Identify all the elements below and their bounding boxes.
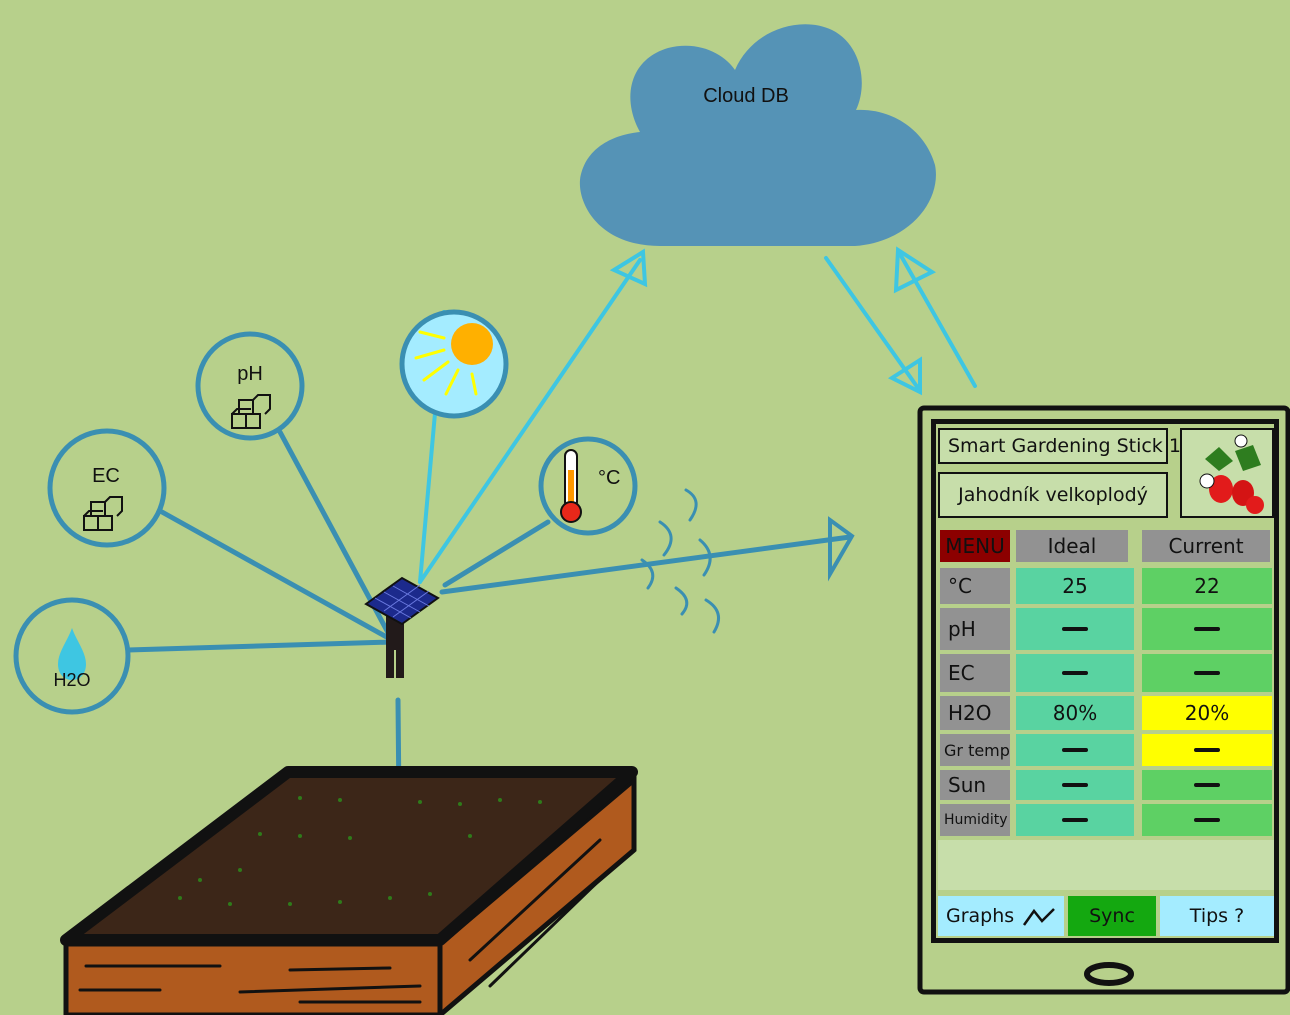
ideal-value-cell (1016, 654, 1134, 692)
current-value-cell (1142, 654, 1272, 692)
soil-surface (60, 766, 638, 946)
device-name: Smart Gardening Stick 1 (938, 428, 1181, 464)
ideal-value-cell: 25 (1016, 568, 1134, 604)
dash-value (1194, 748, 1220, 752)
ideal-value-cell (1016, 804, 1134, 836)
sync-button[interactable]: Sync (1068, 896, 1156, 936)
wireless-waves-icon (640, 488, 720, 634)
row-label: pH (940, 608, 1010, 650)
sun-icon (451, 323, 493, 365)
current-value-cell (1142, 734, 1272, 766)
dash-value (1194, 818, 1220, 822)
sensor-ec: EC (47, 428, 167, 548)
smart-stick (364, 576, 440, 678)
stick-body (386, 612, 404, 678)
arrow-to-cloud-head (609, 248, 648, 288)
dash-value (1062, 627, 1088, 631)
menu-label: MENU (945, 534, 1005, 558)
row-label: °C (940, 568, 1010, 604)
ideal-value-cell (1016, 770, 1134, 800)
dash-value (1194, 627, 1220, 631)
strawberry-icon (1199, 434, 1264, 514)
menu-button[interactable]: MENU (940, 530, 1010, 562)
current-value-cell (1142, 804, 1272, 836)
data-arrows (418, 246, 977, 584)
home-button[interactable] (1084, 962, 1134, 986)
arrow-cloud-to-phone-head (887, 356, 922, 396)
sensor-sun (399, 309, 509, 419)
row-label: Humidity (940, 804, 1010, 836)
graphs-label: Graphs (946, 905, 1015, 927)
ph-label: pH (237, 363, 263, 385)
ideal-value-cell (1016, 608, 1134, 650)
graphs-button[interactable]: Graphs (938, 896, 1064, 936)
wood-grain (78, 838, 612, 1004)
wireless-arrow-head (828, 516, 855, 582)
row-label: EC (940, 654, 1010, 692)
sensor-water: H2O (13, 597, 131, 715)
row-label: H2O (940, 696, 1010, 730)
col-current-header: Current (1142, 530, 1270, 562)
current-value-cell (1142, 608, 1272, 650)
sensor-connections (125, 429, 853, 808)
thermometer-icon (560, 449, 582, 523)
current-value-cell: 20% (1142, 696, 1272, 730)
cloud-label: Cloud DB (703, 85, 789, 107)
line-ec (159, 509, 395, 643)
arrow-phone-to-cloud-head (893, 246, 937, 294)
tips-button[interactable]: Tips ? (1160, 896, 1274, 936)
dash-value (1062, 748, 1088, 752)
water-drop-icon (58, 628, 86, 680)
plant-name: Jahodník velkoplodý (938, 472, 1168, 518)
current-value-cell (1142, 770, 1272, 800)
cubes-icon (83, 496, 123, 531)
sensor-temperature: °C (538, 436, 638, 536)
row-label: Sun (940, 770, 1010, 800)
cubes-icon (231, 394, 271, 429)
temp-label: °C (598, 467, 620, 489)
ec-label: EC (92, 465, 120, 487)
dash-value (1062, 783, 1088, 787)
cloud-shape (579, 24, 936, 246)
solar-panel-icon (364, 576, 440, 626)
dash-value (1194, 783, 1220, 787)
dash-value (1062, 818, 1088, 822)
ideal-value-cell (1016, 734, 1134, 766)
graph-icon (1023, 908, 1056, 926)
row-label: Gr temp (940, 734, 1010, 766)
cloud-db: Cloud DB (579, 24, 936, 246)
phone-device: Smart Gardening Stick 1 Jahodník velkopl… (917, 405, 1290, 1015)
info-panel (938, 840, 1274, 890)
ideal-value-cell: 80% (1016, 696, 1134, 730)
dash-value (1062, 671, 1088, 675)
arrow-to-cloud-line (418, 258, 642, 584)
arrow-phone-to-cloud-line (898, 252, 977, 388)
sun-rays (414, 330, 478, 396)
plant-image (1180, 428, 1274, 518)
water-label: H2O (53, 670, 90, 690)
line-temp (442, 519, 551, 588)
line-water (125, 639, 395, 653)
current-value-cell: 22 (1142, 568, 1272, 604)
seedlings (178, 796, 542, 906)
dash-value (1194, 671, 1220, 675)
arrow-cloud-to-phone-line (824, 256, 920, 390)
sensor-ph: pH (195, 331, 305, 441)
col-ideal-header: Ideal (1016, 530, 1128, 562)
garden-bed (60, 766, 638, 1015)
